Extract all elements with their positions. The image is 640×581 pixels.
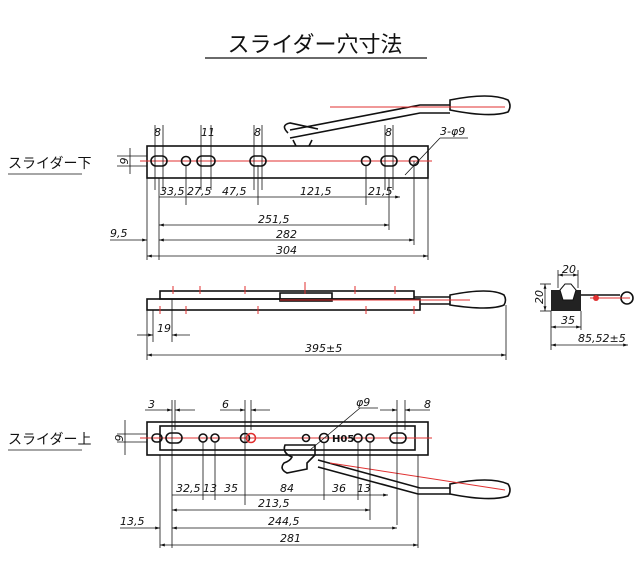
dim: 3 — [148, 398, 155, 411]
dim: 8 — [385, 126, 392, 139]
hole-note: 3-φ9 — [440, 125, 465, 138]
page-title: スライダー穴寸法 — [227, 33, 402, 58]
dim: 33,5 — [160, 185, 185, 198]
dim: 13 — [203, 482, 217, 495]
dim: 35 — [224, 482, 238, 495]
dim: 9 — [113, 435, 126, 442]
lever-arm — [283, 104, 450, 134]
side-view: 19 395±5 — [137, 282, 507, 360]
dim: 251,5 — [258, 213, 290, 226]
dim: 244,5 — [268, 515, 300, 528]
dim: 27,5 — [187, 185, 212, 198]
dim: 395±5 — [305, 342, 342, 355]
dim: 13 — [357, 482, 371, 495]
lever-grip — [449, 95, 511, 116]
dim: 8 — [424, 398, 431, 411]
bottom-view: スライダー上 H05 — [8, 396, 511, 548]
dim: 282 — [276, 228, 297, 241]
dim: 47,5 — [222, 185, 247, 198]
hole-note: φ9 — [356, 396, 370, 409]
top-view-label: スライダー下 — [8, 156, 91, 172]
dim: 8 — [154, 126, 161, 139]
dim: 6 — [222, 398, 229, 411]
lever-grip — [449, 479, 511, 500]
dim: 13,5 — [120, 515, 145, 528]
slider-plate — [146, 145, 429, 179]
dim: 9 — [118, 158, 131, 165]
dim: 84 — [280, 482, 294, 495]
dim: 85,52±5 — [578, 332, 626, 345]
dim: 20 — [533, 290, 546, 304]
dim: 304 — [276, 244, 297, 257]
dim: 19 — [157, 322, 171, 335]
lever-grip — [449, 290, 507, 309]
dim: 36 — [332, 482, 346, 495]
dim: 11 — [201, 126, 215, 139]
dim: 35 — [561, 314, 575, 327]
part-marking: H05 — [332, 434, 354, 445]
dim: 121,5 — [300, 185, 332, 198]
lever-mount — [292, 139, 313, 147]
dim: 8 — [254, 126, 261, 139]
dim: 21,5 — [368, 185, 393, 198]
end-view: 20 20 35 85,52±5 — [533, 263, 634, 350]
bottom-view-label: スライダー上 — [8, 432, 91, 448]
top-view: スライダー下 — [8, 95, 511, 260]
dim: 20 — [562, 263, 576, 276]
lever-mount — [281, 444, 316, 474]
lever-arm-lower — [289, 112, 450, 139]
dim: 213,5 — [258, 497, 290, 510]
dim: 281 — [280, 532, 301, 545]
dim: 9,5 — [110, 227, 128, 240]
dim: 32,5 — [176, 482, 201, 495]
